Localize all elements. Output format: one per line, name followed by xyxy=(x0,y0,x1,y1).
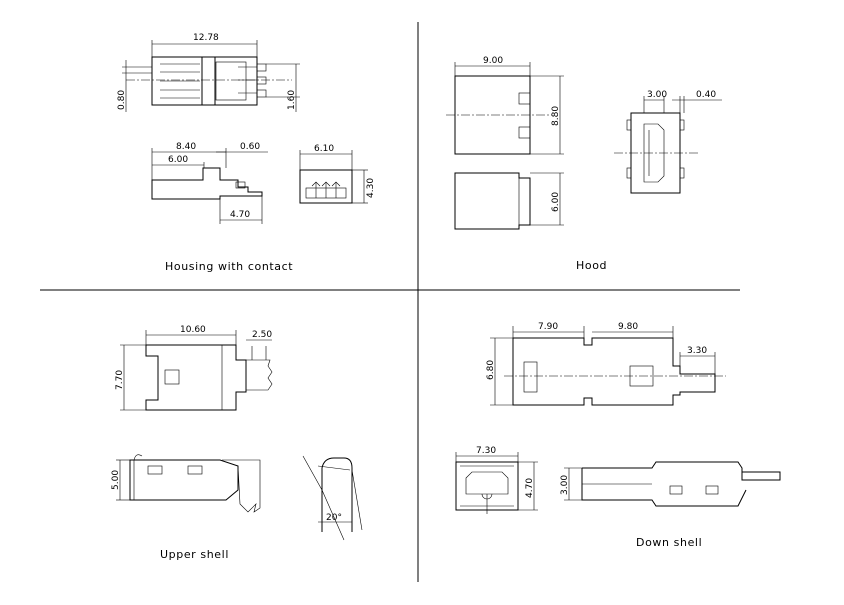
hood-view: 9.00 8.80 6.00 3.00 0.40 Hood xyxy=(446,56,722,272)
housing-side-body-dim: 6.00 xyxy=(168,155,188,165)
hood-caption: Hood xyxy=(576,259,607,272)
housing-tail-dim: 4.70 xyxy=(230,210,250,220)
upper-shell-view: 10.60 2.50 7.70 5.00 20° Upper shell xyxy=(111,325,363,561)
down-rear-dim: 9.80 xyxy=(618,322,638,332)
housing-pitch-dim: 0.80 xyxy=(117,90,127,110)
hood-width-dim: 8.80 xyxy=(551,106,561,126)
upper-caption: Upper shell xyxy=(160,548,229,561)
down-height-dim: 3.00 xyxy=(560,475,570,495)
hood-gap-dim: 0.40 xyxy=(696,90,716,100)
housing-tip-dim: 0.60 xyxy=(240,142,260,152)
housing-front-height-dim: 4.30 xyxy=(366,178,376,198)
down-front-dim: 7.90 xyxy=(538,322,558,332)
hood-length-dim: 9.00 xyxy=(483,56,503,66)
upper-tab-dim: 2.50 xyxy=(252,330,272,340)
down-open-height-dim: 4.70 xyxy=(525,478,535,498)
down-shell-view: 7.90 9.80 3.30 6.80 7.30 4.70 xyxy=(455,322,781,549)
upper-angle-dim: 20° xyxy=(326,513,342,523)
upper-length-dim: 10.60 xyxy=(180,325,206,335)
housing-view: 12.78 0.80 1.60 8.40 6.00 0.60 4.70 xyxy=(117,33,376,273)
hood-height-dim: 6.00 xyxy=(551,192,561,212)
housing-side-total-dim: 8.40 xyxy=(176,142,196,152)
housing-length-dim: 12.78 xyxy=(193,33,219,43)
housing-front-width-dim: 6.10 xyxy=(314,144,334,154)
down-opening-dim: 7.30 xyxy=(476,446,496,456)
housing-caption: Housing with contact xyxy=(165,260,293,273)
upper-height-dim: 5.00 xyxy=(111,470,121,490)
down-tail-dim: 3.30 xyxy=(687,346,707,356)
down-width-dim: 6.80 xyxy=(486,360,496,380)
upper-width-dim: 7.70 xyxy=(115,370,125,390)
hood-slot-dim: 3.00 xyxy=(647,90,667,100)
down-caption: Down shell xyxy=(636,536,702,549)
housing-pin-dim: 1.60 xyxy=(287,90,297,110)
